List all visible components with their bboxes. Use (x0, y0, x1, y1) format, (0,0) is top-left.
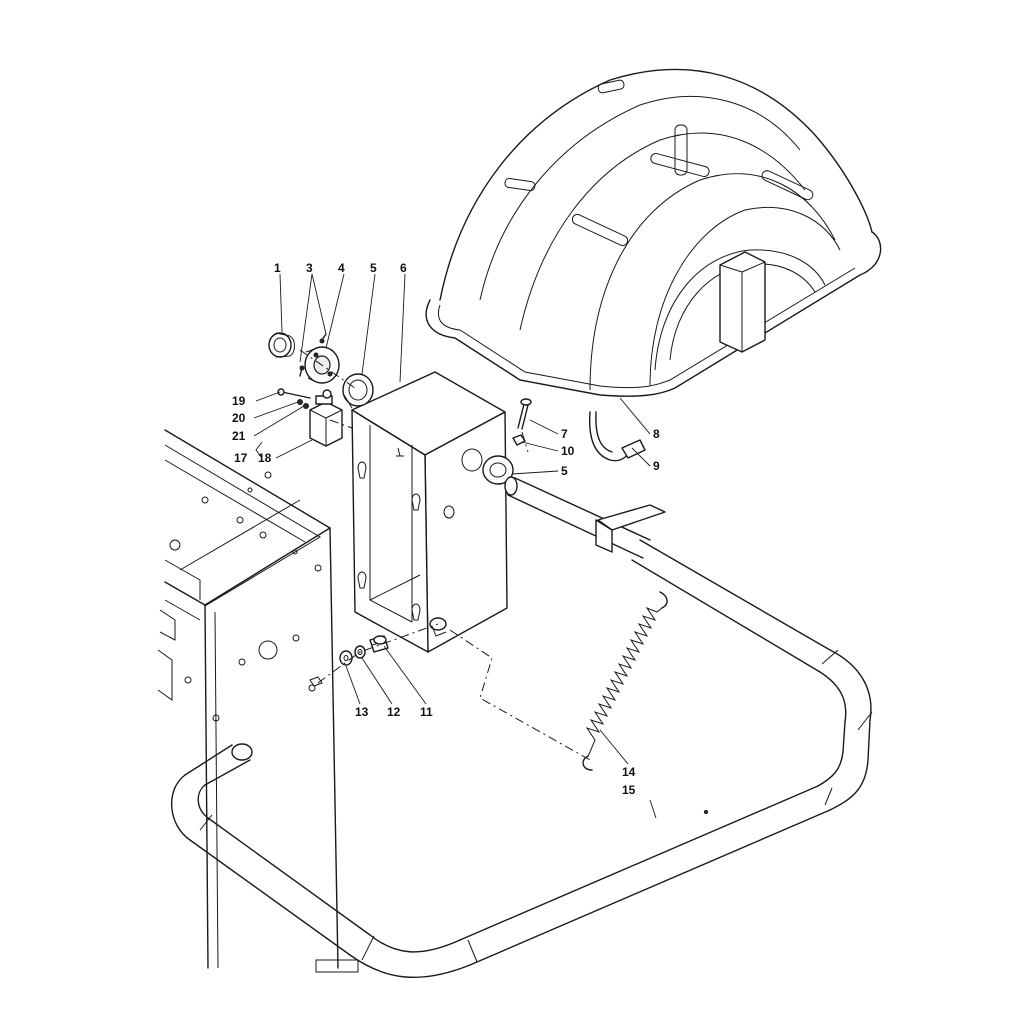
nut-part-10 (512, 434, 526, 446)
callout-5-upper: 5 (370, 261, 377, 275)
small-nut-left (309, 676, 323, 687)
switch-assembly-17 (277, 388, 343, 447)
callout-15: 15 (622, 783, 636, 797)
bushing-part-5-lower (482, 455, 514, 485)
callout-11: 11 (420, 705, 433, 719)
wheel-guard-hood (425, 68, 882, 397)
callout-13: 13 (355, 705, 369, 719)
callout-14: 14 (622, 765, 636, 779)
callout-18: 18 (258, 451, 272, 465)
spring-part-14 (582, 591, 668, 771)
callout-20: 20 (232, 411, 246, 425)
callout-12: 12 (387, 705, 401, 719)
callout-7: 7 (561, 427, 568, 441)
handle-bar-frame-15 (171, 476, 873, 979)
callout-19: 19 (232, 394, 246, 408)
callout-1: 1 (274, 261, 281, 275)
electrical-box (351, 371, 508, 653)
bolt-part-11 (369, 635, 389, 653)
leader-lines (253, 273, 657, 819)
callout-6: 6 (400, 261, 407, 275)
machine-cabinet (157, 429, 359, 973)
bushing-part-5-upper (342, 373, 374, 409)
callout-21: 21 (232, 429, 246, 443)
callout-17: 17 (234, 451, 248, 465)
assembly-lines (299, 349, 591, 761)
hook-part-9 (588, 411, 646, 462)
callout-8: 8 (653, 427, 660, 441)
callout-9: 9 (653, 459, 660, 473)
callout-numbers: 1 3 4 5 6 19 20 21 17 18 7 10 5 8 9 13 1… (232, 261, 660, 797)
callout-10: 10 (561, 444, 575, 458)
screw-part-3 (299, 333, 327, 377)
bolt-part-7 (517, 398, 532, 430)
callout-3: 3 (306, 261, 313, 275)
bushing-part-1 (268, 332, 295, 358)
callout-4: 4 (338, 261, 345, 275)
callout-5-lower: 5 (561, 464, 568, 478)
washer-part-13 (339, 650, 353, 666)
